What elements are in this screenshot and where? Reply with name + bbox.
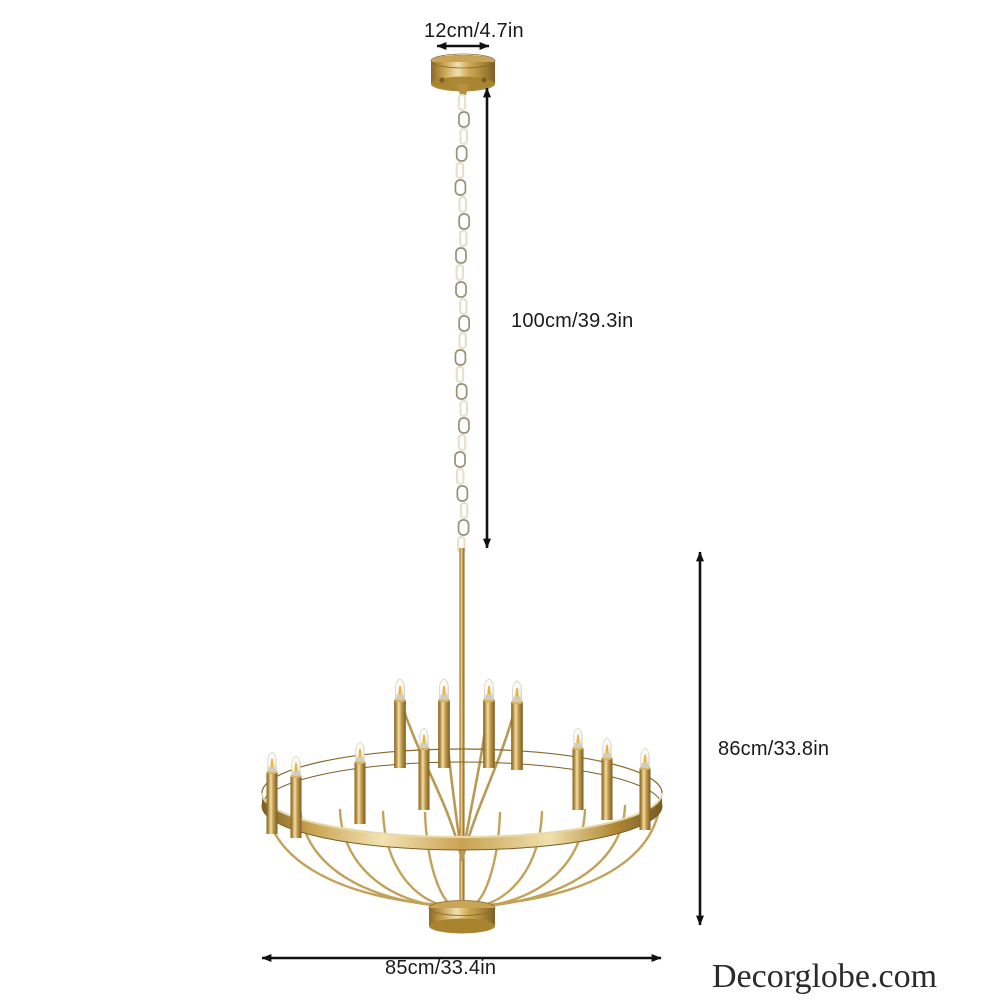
ceiling-canopy [430, 53, 496, 95]
dimension-lines [261, 42, 704, 962]
watermark-text: Decorglobe.com [712, 958, 938, 995]
dimension-label-fixture-height: 86cm/33.8in [718, 738, 830, 760]
bottom-finial [428, 900, 496, 934]
candle-lights [266, 678, 651, 838]
dimension-label-fixture-width: 85cm/33.4in [385, 957, 497, 979]
main-ring [260, 748, 664, 851]
center-rod [459, 548, 465, 900]
dimension-label-chain-drop: 100cm/39.3in [511, 310, 634, 332]
suspension-chain [454, 93, 471, 554]
dimension-label-canopy-diameter: 12cm/4.7in [424, 20, 524, 42]
